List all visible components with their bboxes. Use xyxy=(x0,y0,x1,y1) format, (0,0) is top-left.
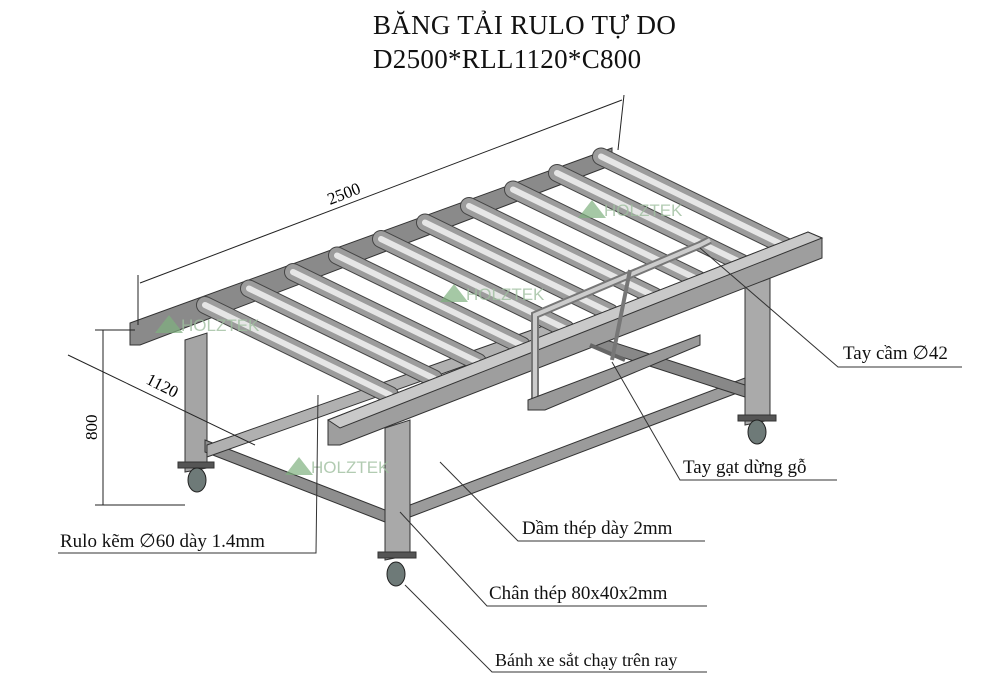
roller xyxy=(202,302,393,398)
rollers xyxy=(196,147,795,404)
label-handle: Tay cầm ∅42 xyxy=(843,343,948,364)
watermark: HOLZTEK xyxy=(466,285,545,304)
logo-icon xyxy=(285,457,313,475)
watermark: HOLZTEK xyxy=(181,316,260,335)
label-beam: Dầm thép dày 2mm xyxy=(522,518,673,539)
dimension-height: 800 xyxy=(82,415,101,441)
logo-icon xyxy=(578,200,606,218)
logo-icon xyxy=(155,315,183,333)
roller xyxy=(246,285,437,382)
dimension-width: 1120 xyxy=(143,370,181,402)
title-line-2: D2500*RLL1120*C800 xyxy=(373,44,642,74)
leader-lines xyxy=(58,247,962,673)
dimension-length: 2500 xyxy=(325,179,364,209)
front-legs xyxy=(177,414,777,561)
label-wheel: Bánh xe sắt chạy trên ray xyxy=(495,650,678,670)
watermark: HOLZTEK xyxy=(604,201,683,220)
label-roller: Rulo kẽm ∅60 dày 1.4mm xyxy=(60,531,265,552)
label-stop-lever: Tay gạt dừng gỗ xyxy=(683,457,807,478)
title-line-1: BĂNG TẢI RULO TỰ DO xyxy=(373,10,677,40)
watermarks: HOLZTEK HOLZTEK HOLZTEK HOLZTEK xyxy=(155,200,683,477)
roller xyxy=(598,153,789,250)
dimension-lines xyxy=(67,94,625,506)
stop-lever-frame xyxy=(527,236,712,411)
roller xyxy=(290,269,481,365)
roller xyxy=(510,186,701,283)
wheel-icon xyxy=(187,467,207,493)
wheel-icon xyxy=(386,561,406,587)
label-leg: Chân thép 80x40x2mm xyxy=(489,583,668,604)
wheels xyxy=(187,419,767,587)
roller xyxy=(554,170,745,266)
wheel-icon xyxy=(747,419,767,445)
roller xyxy=(334,252,525,349)
logo-icon xyxy=(440,284,468,302)
watermark: HOLZTEK xyxy=(311,458,390,477)
